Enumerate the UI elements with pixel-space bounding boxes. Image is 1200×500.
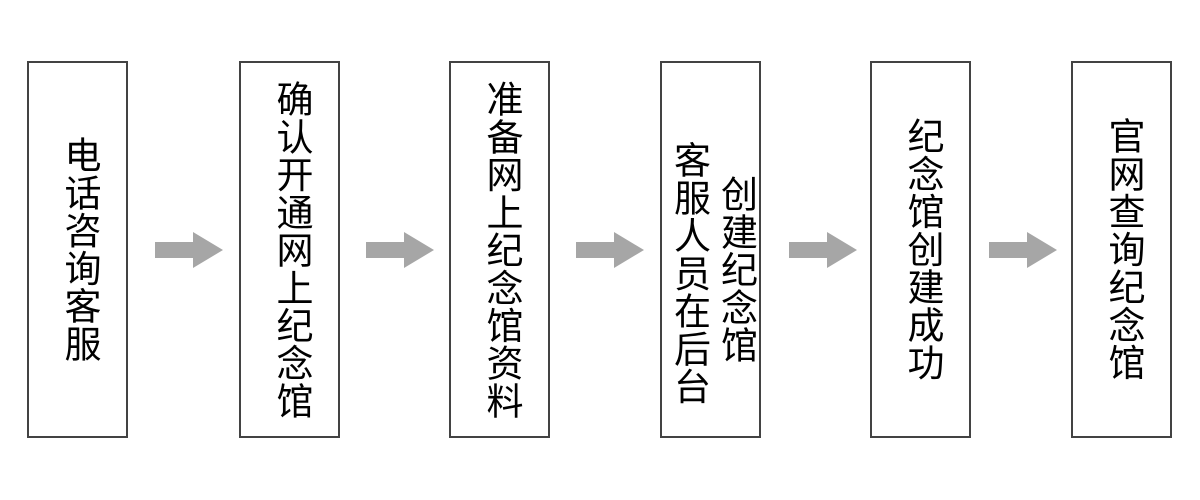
flow-node-5[interactable]: 纪念馆创建成功 xyxy=(870,61,971,438)
flow-arrow-2-right-arrow-icon xyxy=(366,232,434,268)
flow-node-4-label-secondary: 客服人员在后台 xyxy=(667,141,709,406)
flow-node-1[interactable]: 电话咨询客服 xyxy=(27,61,128,438)
flow-node-4[interactable]: 创建纪念馆 客服人员在后台 xyxy=(660,61,761,438)
flow-arrow-1-right-arrow-icon xyxy=(155,232,223,268)
flow-node-6[interactable]: 官网查询纪念馆 xyxy=(1071,61,1172,438)
flow-node-2-label: 确认开通网上纪念馆 xyxy=(269,79,311,420)
flow-arrow-3-right-arrow-icon xyxy=(576,232,644,268)
flow-node-5-label: 纪念馆创建成功 xyxy=(900,117,942,382)
flow-node-6-label: 官网查询纪念馆 xyxy=(1101,117,1143,382)
flow-node-2[interactable]: 确认开通网上纪念馆 xyxy=(239,61,340,438)
flow-node-1-label: 电话咨询客服 xyxy=(57,136,99,363)
flow-node-4-label-primary: 创建纪念馆 xyxy=(714,175,756,364)
flow-node-3[interactable]: 准备网上纪念馆资料 xyxy=(449,61,550,438)
flow-node-3-label: 准备网上纪念馆资料 xyxy=(479,79,521,420)
flow-arrow-4-right-arrow-icon xyxy=(789,232,857,268)
flow-arrow-5-right-arrow-icon xyxy=(989,232,1057,268)
